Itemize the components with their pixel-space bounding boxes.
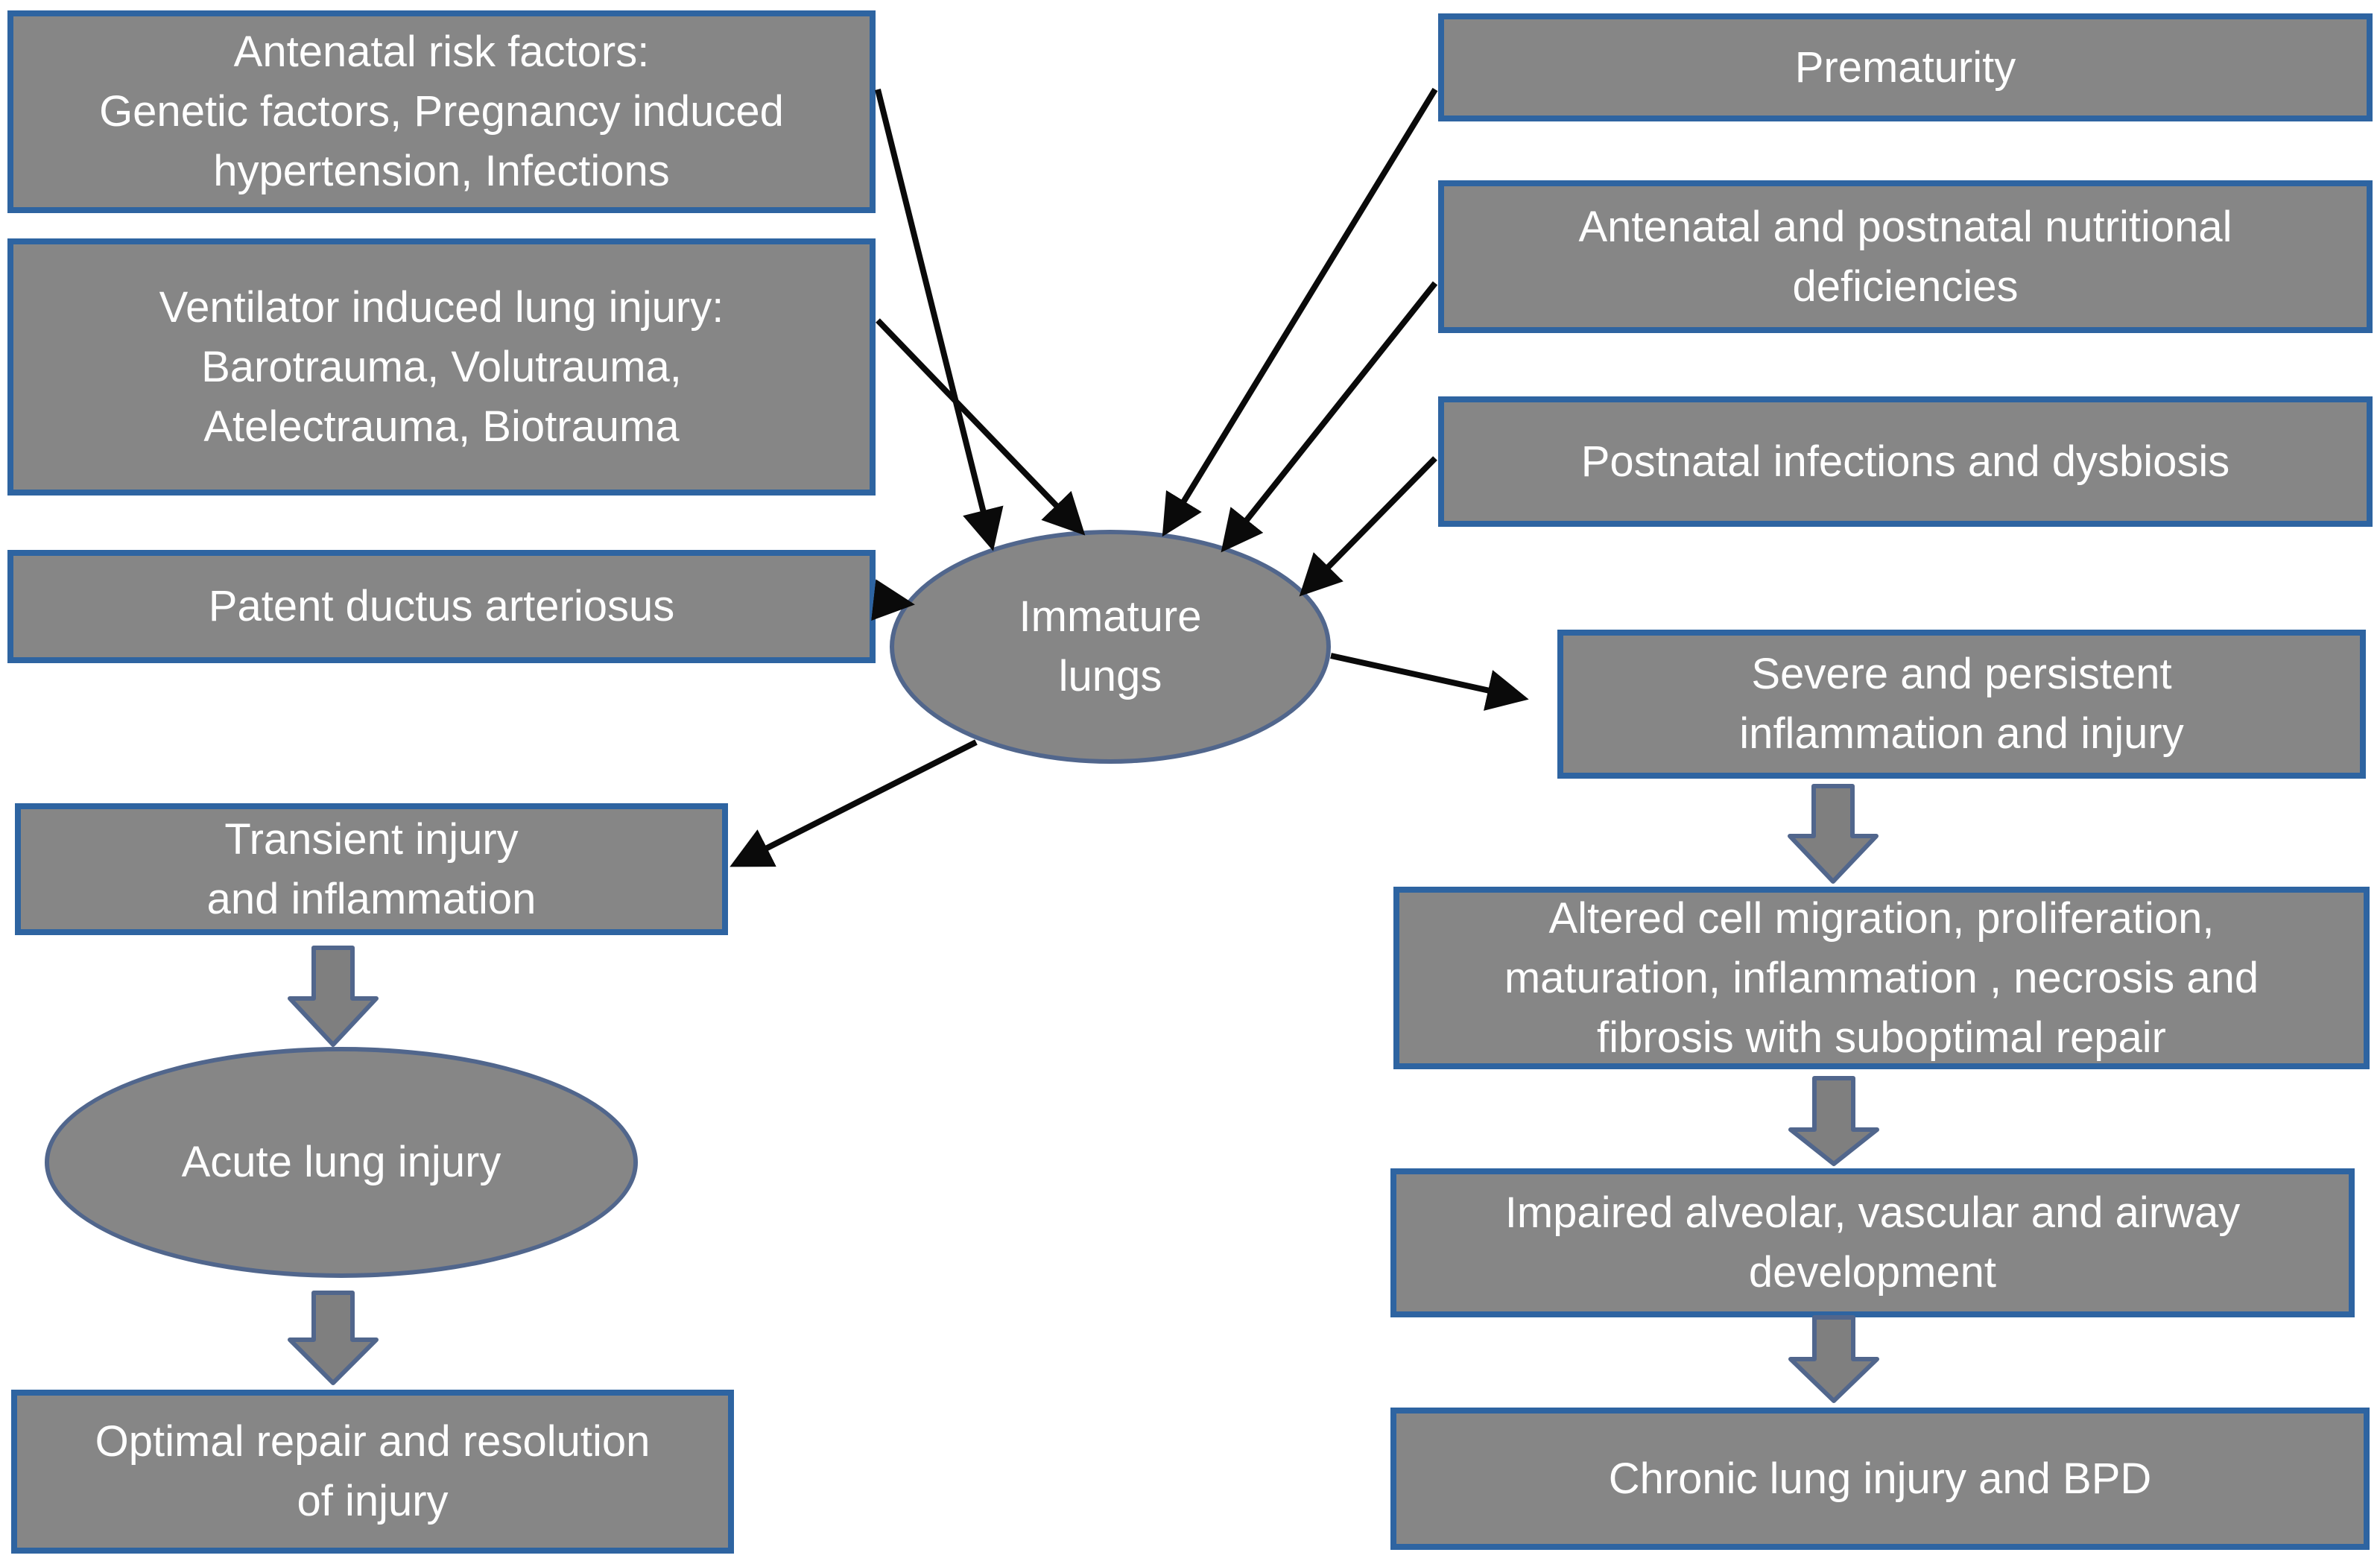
arrow-pda-to-immature-lungs [871, 579, 915, 621]
block-arrow-severe-to-altered [1788, 784, 1879, 884]
node-altered-cell-processes: Altered cell migration, proliferation, m… [1393, 887, 2370, 1069]
node-nutritional-deficiencies: Antenatal and postnatal nutritional defi… [1438, 180, 2373, 333]
block-arrow-transient-to-acute [288, 946, 379, 1047]
node-impaired-development: Impaired alveolar, vascular and airway d… [1390, 1168, 2355, 1317]
arrow-prematurity-to-immature-lungs [1162, 87, 1438, 537]
node-transient-injury-inflammation: Transient injury and inflammation [15, 803, 728, 935]
node-antenatal-risk-factors: Antenatal risk factors: Genetic factors,… [7, 10, 876, 213]
node-patent-ductus-arteriosus: Patent ductus arteriosus [7, 550, 876, 663]
node-acute-lung-injury: Acute lung injury [45, 1047, 638, 1278]
block-arrow-acute-to-optimal-repair [288, 1291, 379, 1385]
block-arrow-altered-to-impaired [1788, 1076, 1879, 1166]
node-chronic-lung-injury-bpd: Chronic lung injury and BPD [1390, 1408, 2370, 1550]
arrow-ventilator-to-immature-lungs [876, 318, 1086, 536]
node-severe-persistent-inflammation: Severe and persistent inflammation and i… [1557, 630, 2366, 779]
node-optimal-repair-resolution: Optimal repair and resolution of injury [11, 1390, 734, 1554]
node-prematurity: Prematurity [1438, 13, 2373, 121]
arrow-nutritional-to-immature-lungs [1221, 281, 1438, 553]
node-ventilator-induced-lung-injury: Ventilator induced lung injury: Barotrau… [7, 238, 876, 496]
node-immature-lungs: Immature lungs [890, 530, 1331, 764]
block-arrow-impaired-to-chronic [1788, 1315, 1879, 1403]
arrow-immature-lungs-to-transient-injury [729, 739, 978, 867]
arrow-antenatal-to-immature-lungs [875, 89, 1004, 551]
node-postnatal-infections-dysbiosis: Postnatal infections and dysbiosis [1438, 396, 2373, 527]
arrow-postnatal-infections-to-immature-lungs [1299, 456, 1437, 597]
arrow-immature-lungs-to-severe-inflammation [1330, 653, 1529, 711]
